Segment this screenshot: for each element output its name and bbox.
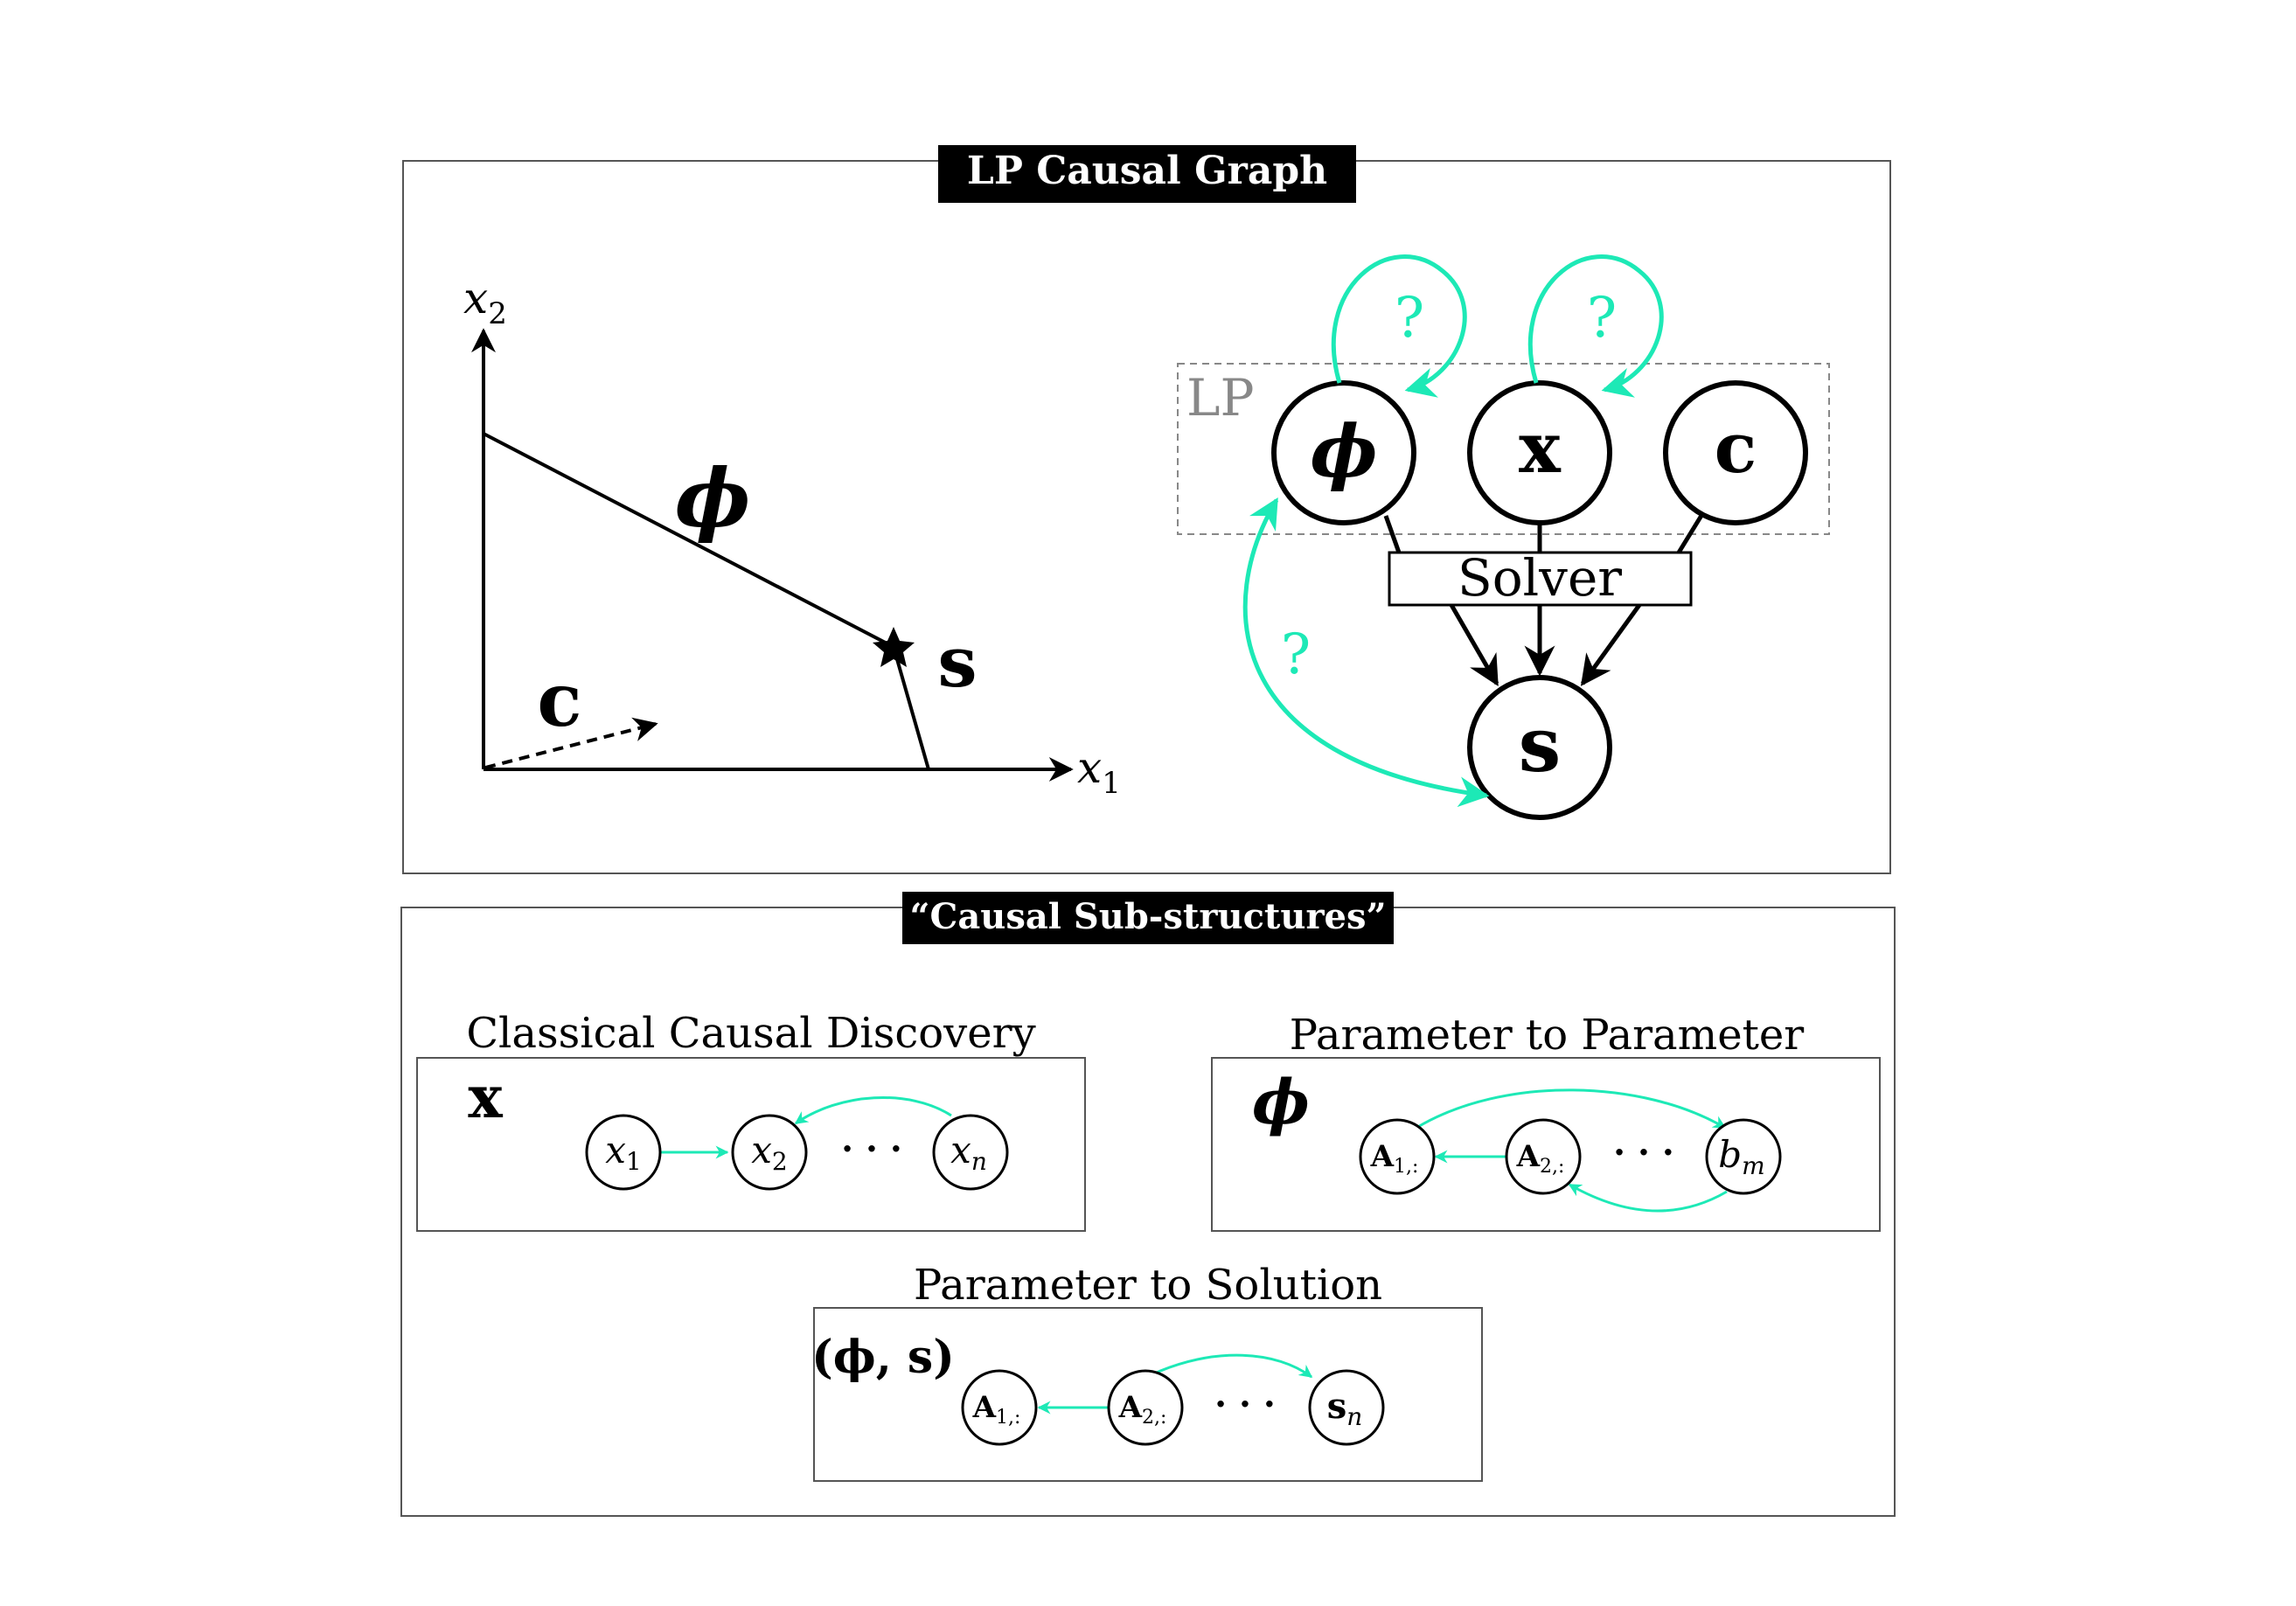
node-sn-label: sn — [1327, 1386, 1363, 1431]
node-a1 — [1359, 1118, 1436, 1195]
constraint-edge-lower — [892, 646, 930, 770]
classical-box — [416, 1057, 1086, 1232]
unknown-mark-phi: ? — [1395, 286, 1424, 351]
bottom-panel: “Causal Sub-structures” Classical Causal… — [400, 892, 1896, 1517]
edge-solver-s-right — [1580, 603, 1642, 686]
node-xn — [932, 1114, 1009, 1191]
node-bm — [1705, 1118, 1782, 1195]
parameter-to-solution: Parameter to Solution (ϕ, s) A1,: A2,: ·… — [811, 1261, 1483, 1482]
constraint-edge-upper — [483, 432, 894, 649]
param-param-box — [1211, 1057, 1881, 1232]
node-c — [1663, 380, 1808, 525]
edge-solver-s-left — [1449, 603, 1499, 687]
classical-heading: Classical Causal Discovery — [466, 1009, 1035, 1058]
edge-a1-bm — [1416, 1088, 1727, 1130]
node-sn — [1308, 1369, 1385, 1446]
self-loop-phi — [1331, 254, 1467, 398]
bottom-panel-title-bg — [902, 892, 1394, 944]
node-x — [1467, 380, 1612, 525]
classical-causal-discovery: Classical Causal Discovery x x1 x2 · · ·… — [416, 1009, 1086, 1232]
node-a2-label: A2,: — [1516, 1139, 1565, 1178]
edge-a2-sn — [1151, 1353, 1313, 1379]
param-param-ellipsis: · · · — [1613, 1132, 1674, 1173]
param-solution-symbol: (ϕ, s) — [811, 1331, 955, 1384]
classical-ellipsis: · · · — [841, 1129, 902, 1170]
cost-vector-arrow — [484, 717, 658, 769]
node-c-label: c — [1715, 407, 1757, 489]
edge-bm-a2 — [1568, 1183, 1728, 1213]
constraint-label: ϕ — [675, 451, 751, 546]
optimal-star-icon — [873, 627, 915, 667]
param-param-symbol: ϕ — [1252, 1066, 1310, 1138]
cost-label: c — [537, 657, 581, 743]
lp-causal-graph: LP Solver ϕ x c s ? ? ? — [1177, 254, 1830, 820]
lp-region-box — [1177, 363, 1830, 535]
bottom-panel-title: “Causal Sub-structures” — [909, 896, 1386, 937]
solution-label: s — [937, 621, 977, 703]
node-a2-solution — [1107, 1369, 1184, 1446]
top-panel-title-bg — [938, 145, 1356, 203]
top-panel: LP Causal Graph x2 x1 ϕ s c LP Solver — [402, 145, 1891, 874]
node-x2 — [731, 1114, 808, 1191]
y-axis-label: x2 — [463, 273, 507, 331]
parameter-to-parameter: Parameter to Parameter ϕ A1,: A2,: · · ·… — [1211, 1011, 1881, 1232]
node-bm-label: bm — [1718, 1133, 1764, 1180]
node-x-label: x — [1519, 407, 1562, 489]
node-a1-solution — [961, 1369, 1038, 1446]
param-solution-heading: Parameter to Solution — [914, 1261, 1382, 1310]
node-a1-solution-label: A1,: — [972, 1390, 1021, 1429]
edge-xn-x2 — [794, 1096, 952, 1125]
param-param-heading: Parameter to Parameter — [1290, 1011, 1805, 1060]
classical-symbol: x — [468, 1063, 503, 1131]
node-a2 — [1505, 1118, 1582, 1195]
edge-phi-s-bidirectional — [1242, 497, 1490, 808]
x-axis-label: x1 — [1077, 742, 1121, 801]
solver-label: Solver — [1458, 548, 1622, 608]
node-s-label: s — [1519, 701, 1561, 789]
top-panel-title: LP Causal Graph — [967, 149, 1327, 193]
node-phi-label: ϕ — [1310, 410, 1377, 494]
node-x1 — [585, 1114, 662, 1191]
lp-plot: x2 x1 ϕ s c — [463, 273, 1121, 801]
node-a2-solution-label: A2,: — [1118, 1390, 1167, 1429]
unknown-mark-x: ? — [1587, 286, 1617, 351]
unknown-mark-phi-s: ? — [1281, 622, 1311, 687]
edge-c-solver — [1676, 512, 1705, 554]
param-solution-box — [813, 1307, 1483, 1482]
param-solution-ellipsis: · · · — [1214, 1384, 1276, 1425]
node-x2-label: x2 — [751, 1129, 788, 1176]
node-x1-label: x1 — [605, 1129, 642, 1176]
top-panel-frame — [402, 160, 1891, 874]
node-a1-label: A1,: — [1370, 1139, 1419, 1178]
lp-region-label: LP — [1186, 368, 1255, 428]
self-loop-x — [1527, 254, 1664, 398]
node-xn-label: xn — [950, 1129, 987, 1176]
